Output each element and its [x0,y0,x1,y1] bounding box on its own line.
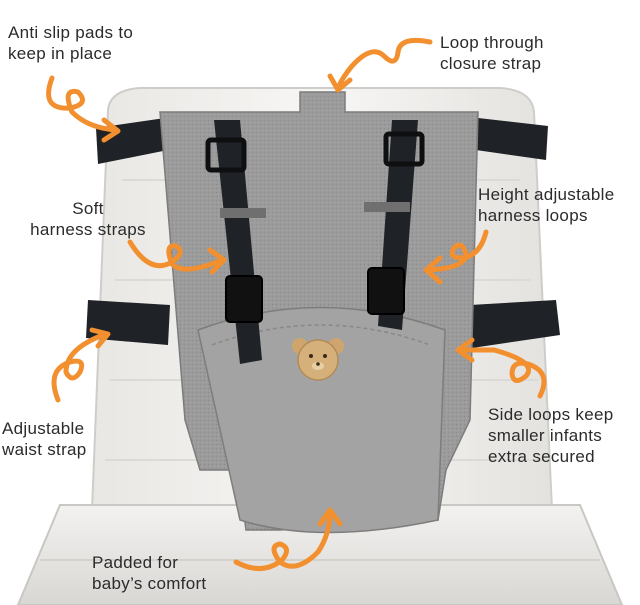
buckle-icon [225,275,263,323]
label-adjustable-waist: Adjustable waist strap [2,419,87,459]
harness-straps [205,120,425,364]
anti-slip-straps [86,118,560,348]
orange-curly-arrow-icon [46,37,547,571]
label-height-adjustable: Height adjustable harness loops [478,185,615,225]
label-side-loops: Side loops keep smaller infants extra se… [488,405,614,466]
label-anti-slip: Anti slip pads to keep in place [8,23,134,63]
label-soft-harness: Soft harness straps [30,199,146,239]
label-loop-through: Loop through closure strap [440,33,544,73]
padded-lap [197,306,446,534]
buckle-icon [367,267,405,315]
bear-face-icon [292,338,344,381]
buckle-icon [383,131,425,167]
buckle-icon [205,137,247,173]
label-padded: Padded for baby’s comfort [92,553,207,593]
